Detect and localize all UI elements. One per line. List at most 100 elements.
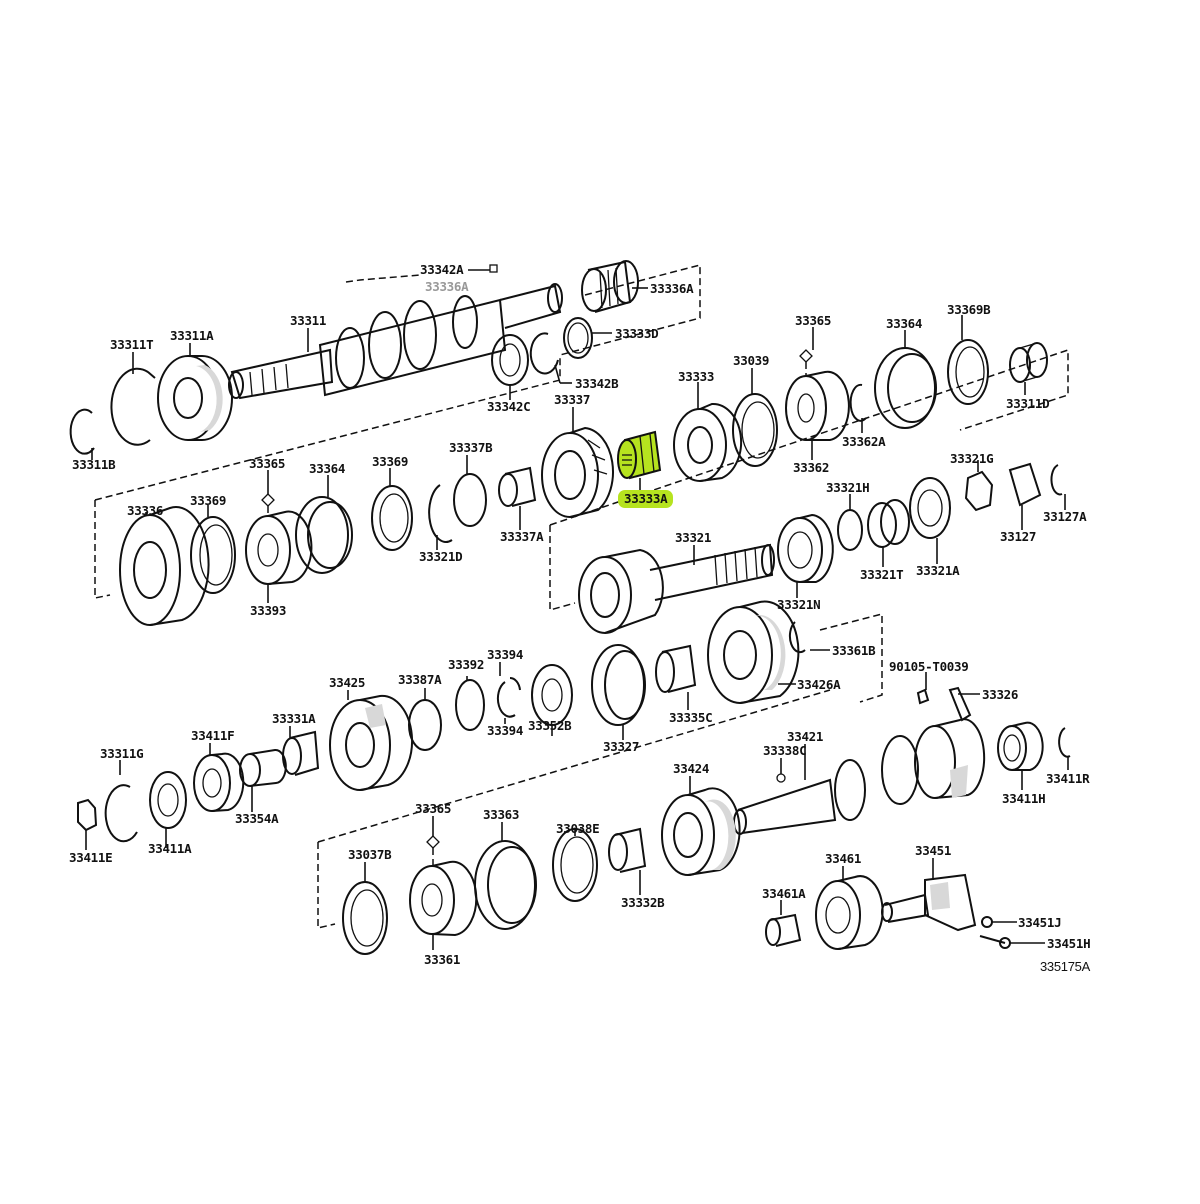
- part-label: 33321: [675, 530, 712, 545]
- part-33411R-snap-ring: [1058, 727, 1071, 758]
- part-33411E-nut: [77, 798, 98, 832]
- part-33337B-washer: [453, 473, 487, 527]
- part-label: 33451: [915, 843, 952, 858]
- part-label: 33393: [250, 603, 287, 618]
- part-label: 33337: [554, 392, 591, 407]
- part-label: 33365: [795, 313, 832, 328]
- part-33363-sleeve: [474, 840, 537, 930]
- part-33361B-snap-ring: [788, 621, 806, 654]
- part-33321T-spacer: [867, 502, 897, 548]
- part-label: 33337A: [500, 529, 544, 544]
- part-label: 33311B: [72, 457, 116, 472]
- part-33311A-bearing: [157, 355, 233, 441]
- part-33364-sleeve-left: [295, 496, 353, 574]
- part-33321D-snap-ring: [428, 484, 453, 543]
- part-label: 33336A: [650, 281, 694, 296]
- part-33411F-bearing: [193, 752, 245, 812]
- part-33424-gear: [661, 787, 741, 876]
- part-33352B-hub: [531, 664, 573, 726]
- part-label: 33326: [982, 687, 1019, 702]
- part-33311G-snap-ring: [104, 784, 138, 843]
- part-33336-gear: [119, 506, 210, 626]
- part-33369-ring-2: [371, 485, 413, 551]
- part-label: 33333D: [615, 326, 659, 341]
- part-label: 90105-T0039: [889, 659, 969, 674]
- part-label: 33335C: [669, 710, 713, 725]
- part-label: 33321D: [419, 549, 463, 564]
- part-label: 33451J: [1018, 915, 1062, 930]
- part-label: 33311T: [110, 337, 154, 352]
- part-33387A-ring: [408, 699, 442, 751]
- part-33354A-collar: [239, 749, 287, 787]
- part-33327-sleeve: [591, 644, 646, 726]
- part-33461A-bearing: [765, 913, 802, 947]
- part-label: 33336: [127, 503, 164, 518]
- part-label: 33424: [673, 761, 710, 776]
- part-label: 33365: [415, 801, 452, 816]
- part-33411H-bearing: [997, 721, 1044, 771]
- part-label: 33342A: [420, 262, 464, 277]
- part-label: 33365: [249, 456, 286, 471]
- part-33038E-ring: [552, 828, 598, 902]
- part-label: 33411F: [191, 728, 235, 743]
- part-label: 33311G: [100, 746, 144, 761]
- part-33321N-bearing: [777, 513, 834, 583]
- part-33461-gear: [815, 875, 884, 950]
- part-33337-gear: [541, 426, 614, 518]
- part-label: 33411R: [1046, 771, 1090, 786]
- part-33331A-bearing: [282, 730, 320, 776]
- part-label: 33321T: [860, 567, 904, 582]
- part-33037B-ring: [342, 881, 388, 955]
- part-label: 33461: [825, 851, 862, 866]
- part-33421-countershaft: [733, 718, 986, 835]
- part-33361-hub: [409, 860, 478, 937]
- part-label: 33364: [309, 461, 346, 476]
- part-label: 33394: [487, 723, 524, 738]
- part-label: 33037B: [348, 847, 392, 862]
- part-33362-hub: [785, 370, 850, 441]
- part-label: 33362A: [842, 434, 886, 449]
- part-33311B-snap-ring: [69, 408, 95, 455]
- part-33342A-ball: [489, 264, 498, 273]
- part-33365-key: [799, 349, 813, 363]
- part-label: 33394: [487, 647, 524, 662]
- part-label: 33321N: [777, 597, 821, 612]
- part-label: 33363: [483, 807, 520, 822]
- part-label: 33038E: [556, 821, 600, 836]
- part-label: 33311A: [170, 328, 214, 343]
- part-label: 33311D: [1006, 396, 1050, 411]
- part-33392-ring: [455, 679, 485, 731]
- part-label: 33311: [290, 313, 327, 328]
- part-label: 33362: [793, 460, 830, 475]
- part-label: 33338C: [763, 743, 807, 758]
- part-label: 33387A: [398, 672, 442, 687]
- part-label: 33336A: [425, 279, 469, 294]
- part-33337A-bearing: [498, 466, 537, 507]
- part-33411A-bearing: [149, 771, 187, 829]
- part-33338C-ball: [776, 773, 786, 783]
- part-33127A-snap-ring: [1050, 464, 1063, 496]
- part-label: 33342C: [487, 399, 531, 414]
- part-33342C-washer: [491, 334, 529, 386]
- part-33321H-washer: [837, 509, 863, 551]
- diagram-reference-code: 335175A: [1040, 959, 1090, 974]
- part-33451-shaft: [881, 873, 977, 932]
- part-label: 33411A: [148, 841, 192, 856]
- part-label: 33451H: [1047, 936, 1091, 951]
- part-label: 33411H: [1002, 791, 1046, 806]
- part-label: 33127: [1000, 529, 1037, 544]
- part-33039-synchro-ring: [732, 393, 778, 467]
- part-label: 33361B: [832, 643, 876, 658]
- part-label: 33426A: [797, 677, 841, 692]
- part-33369-ring: [190, 516, 236, 594]
- part-label: 33354A: [235, 811, 279, 826]
- leader-lines: [85, 269, 1069, 950]
- part-33311T-snap-ring: [110, 367, 156, 446]
- part-label: 33421: [787, 729, 824, 744]
- part-33326-lock-plate: [948, 686, 972, 722]
- part-label: 33392: [448, 657, 485, 672]
- part-33321-shaft: [578, 543, 775, 634]
- part-33311D-bearing: [1009, 342, 1048, 383]
